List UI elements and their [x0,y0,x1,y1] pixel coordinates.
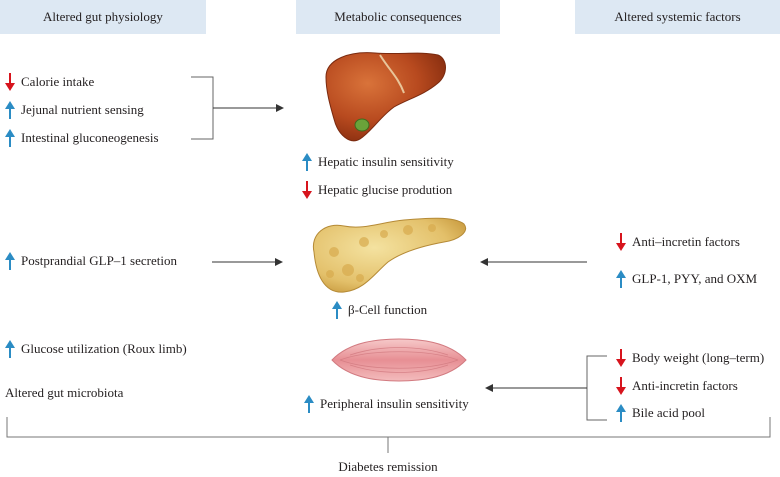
pancreas-icon [312,217,466,293]
hepatic-glucose-label: Hepatic glucise prodution [318,182,453,197]
peripheral-insulin-label: Peripheral insulin sensitivity [320,396,469,411]
center-item-beta-cell: β-Cell function [331,301,427,319]
jejunal-sensing-label: Jejunal nutrient sensing [21,102,144,117]
arrow-down-icon [616,349,626,367]
left-item-glp1-secretion: Postprandial GLP–1 secretion [4,252,177,270]
glp1-secretion-label: Postprandial GLP–1 secretion [21,253,177,268]
header-left-label: Altered gut physiology [43,9,163,24]
header-altered-gut-physiology: Altered gut physiology [0,0,206,34]
muscle-icon [331,338,467,382]
header-center-label: Metabolic consequences [334,9,462,24]
liver-icon [325,52,446,142]
left-item-calorie-intake: Calorie intake [4,73,94,91]
center-item-peripheral-insulin: Peripheral insulin sensitivity [303,395,469,413]
arrow-down-icon [616,377,626,395]
header-right-label: Altered systemic factors [614,9,741,24]
center-item-hepatic-glucose: Hepatic glucise prodution [301,181,452,199]
left-item-jejunal-sensing: Jejunal nutrient sensing [4,101,144,119]
arrow-down-icon [5,73,15,91]
diabetes-remission-label: Diabetes remission [338,459,438,474]
anti-incretin-2-label: Anti-incretin factors [632,378,738,393]
left-item-gut-microbiota: Altered gut microbiota [5,385,124,400]
glp1-pyy-oxm-label: GLP-1, PYY, and OXM [632,271,758,286]
header-altered-systemic-factors: Altered systemic factors [575,0,780,34]
arrow-up-icon [616,404,626,422]
center-item-hepatic-insulin: Hepatic insulin sensitivity [301,153,454,171]
header-metabolic-consequences: Metabolic consequences [296,0,500,34]
arrow-up-icon [5,252,15,270]
calorie-intake-label: Calorie intake [21,74,95,89]
arrow-up-icon [332,301,342,319]
arrow-down-icon [302,181,312,199]
anti-incretin-1-label: Anti–incretin factors [632,234,740,249]
left-item-intestinal-gluconeogenesis: Intestinal gluconeogenesis [4,129,159,147]
intestinal-gluconeogenesis-label: Intestinal gluconeogenesis [21,130,159,145]
arrow-up-icon [304,395,314,413]
bracket-right-bottom [586,355,607,421]
hepatic-insulin-label: Hepatic insulin sensitivity [318,154,454,169]
arrow-up-icon [5,340,15,358]
arrow-up-icon [5,101,15,119]
right-item-anti-incretin-2: Anti-incretin factors [615,377,738,395]
arrow-down-icon [616,233,626,251]
right-item-bile-acid: Bile acid pool [615,404,705,422]
body-weight-label: Body weight (long–term) [632,350,765,365]
beta-cell-label: β-Cell function [348,302,428,317]
arrow-up-icon [302,153,312,171]
arrow-up-icon [616,270,626,288]
arrow-up-icon [5,129,15,147]
bracket-left-top [191,76,214,140]
glucose-utilization-label: Glucose utilization (Roux limb) [21,341,187,356]
left-item-glucose-utilization: Glucose utilization (Roux limb) [4,340,187,358]
right-item-body-weight: Body weight (long–term) [615,349,764,367]
right-item-glp1-pyy-oxm: GLP-1, PYY, and OXM [615,270,757,288]
bile-acid-label: Bile acid pool [632,405,705,420]
right-item-anti-incretin-1: Anti–incretin factors [615,233,740,251]
